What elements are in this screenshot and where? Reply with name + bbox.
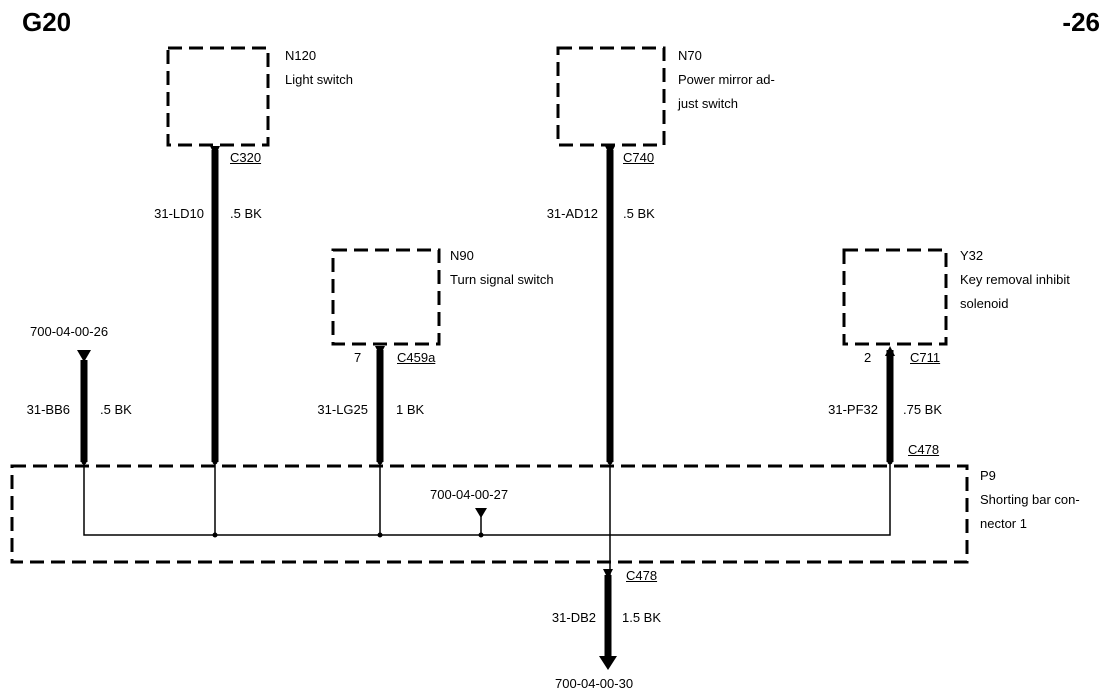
wire-code-31-ad12: 31-AD12 bbox=[546, 206, 598, 221]
wire-spec-31-lg25: 1 BK bbox=[396, 402, 425, 417]
pin-n90: 7 bbox=[354, 350, 362, 365]
component-id-n120: N120 bbox=[285, 48, 317, 63]
wire-code-31-db2: 31-DB2 bbox=[551, 610, 596, 625]
arrow-c478-bottom bbox=[603, 569, 613, 579]
page-id: G20 bbox=[22, 7, 72, 37]
component-name-n70-line2: just switch bbox=[678, 96, 738, 111]
junction-bus-splice bbox=[478, 532, 484, 538]
component-id-n70: N70 bbox=[678, 48, 702, 63]
reference-ground-top: 700-04-00-26 bbox=[30, 324, 109, 339]
reference-ground-bottom: 700-04-00-30 bbox=[555, 676, 634, 691]
connector-c740: C740 bbox=[623, 150, 655, 165]
arrow-c459a bbox=[375, 346, 385, 356]
wire-code-31-pf32: 31-PF32 bbox=[828, 402, 878, 417]
junction-ld10 bbox=[212, 459, 218, 465]
component-name-y32-line1: Key removal inhibit bbox=[960, 272, 1070, 287]
component-name-p9-line1: Shorting bar con- bbox=[980, 492, 1080, 507]
junction-bus-lg25 bbox=[377, 532, 383, 538]
pin-y32: 2 bbox=[864, 350, 872, 365]
shorting-bar-box-p9 bbox=[10, 464, 969, 564]
connector-c478-bottom: C478 bbox=[626, 568, 658, 583]
component-box-y32 bbox=[842, 248, 948, 346]
junction-ad12 bbox=[607, 459, 613, 465]
component-name-n90: Turn signal switch bbox=[450, 272, 554, 287]
wire-spec-31-db2: 1.5 BK bbox=[622, 610, 662, 625]
page-suffix: -26 bbox=[1062, 7, 1100, 37]
arrow-c711 bbox=[885, 346, 895, 356]
junction-pf32 bbox=[887, 459, 893, 465]
component-id-n90: N90 bbox=[450, 248, 474, 263]
wire-spec-31-pf32: .75 BK bbox=[903, 402, 943, 417]
reference-splice: 700-04-00-27 bbox=[430, 487, 509, 502]
component-name-p9-line2: nector 1 bbox=[980, 516, 1027, 531]
component-name-n70-line1: Power mirror ad- bbox=[678, 72, 775, 87]
connector-c320: C320 bbox=[230, 150, 262, 165]
component-box-n70 bbox=[556, 46, 666, 147]
junction-bus-ld10 bbox=[212, 532, 218, 538]
connector-c711: C711 bbox=[910, 350, 941, 365]
junction-bb6 bbox=[81, 459, 87, 465]
junction-lg25 bbox=[377, 459, 383, 465]
arrow-c740 bbox=[605, 146, 615, 156]
arrow-c320 bbox=[210, 146, 220, 156]
wire-spec-31-ld10: .5 BK bbox=[230, 206, 262, 221]
component-name-n120: Light switch bbox=[285, 72, 353, 87]
wire-spec-31-bb6: .5 BK bbox=[100, 402, 132, 417]
component-id-y32: Y32 bbox=[960, 248, 984, 263]
component-id-p9: P9 bbox=[980, 468, 996, 483]
wire-code-31-lg25: 31-LG25 bbox=[317, 402, 368, 417]
connector-c459a: C459a bbox=[397, 350, 436, 365]
wire-code-31-bb6: 31-BB6 bbox=[26, 402, 70, 417]
wire-spec-31-ad12: .5 BK bbox=[623, 206, 655, 221]
component-name-y32-line2: solenoid bbox=[960, 296, 1009, 311]
splice-symbol bbox=[475, 508, 487, 518]
component-box-n120 bbox=[166, 46, 270, 147]
wire-code-31-ld10: 31-LD10 bbox=[154, 206, 204, 221]
ground-symbol-top bbox=[77, 350, 91, 362]
ground-arrow-bottom bbox=[599, 656, 617, 670]
connector-c478-top: C478 bbox=[908, 442, 940, 457]
shorting-bar-bus bbox=[83, 462, 891, 536]
component-box-n90 bbox=[331, 248, 441, 346]
